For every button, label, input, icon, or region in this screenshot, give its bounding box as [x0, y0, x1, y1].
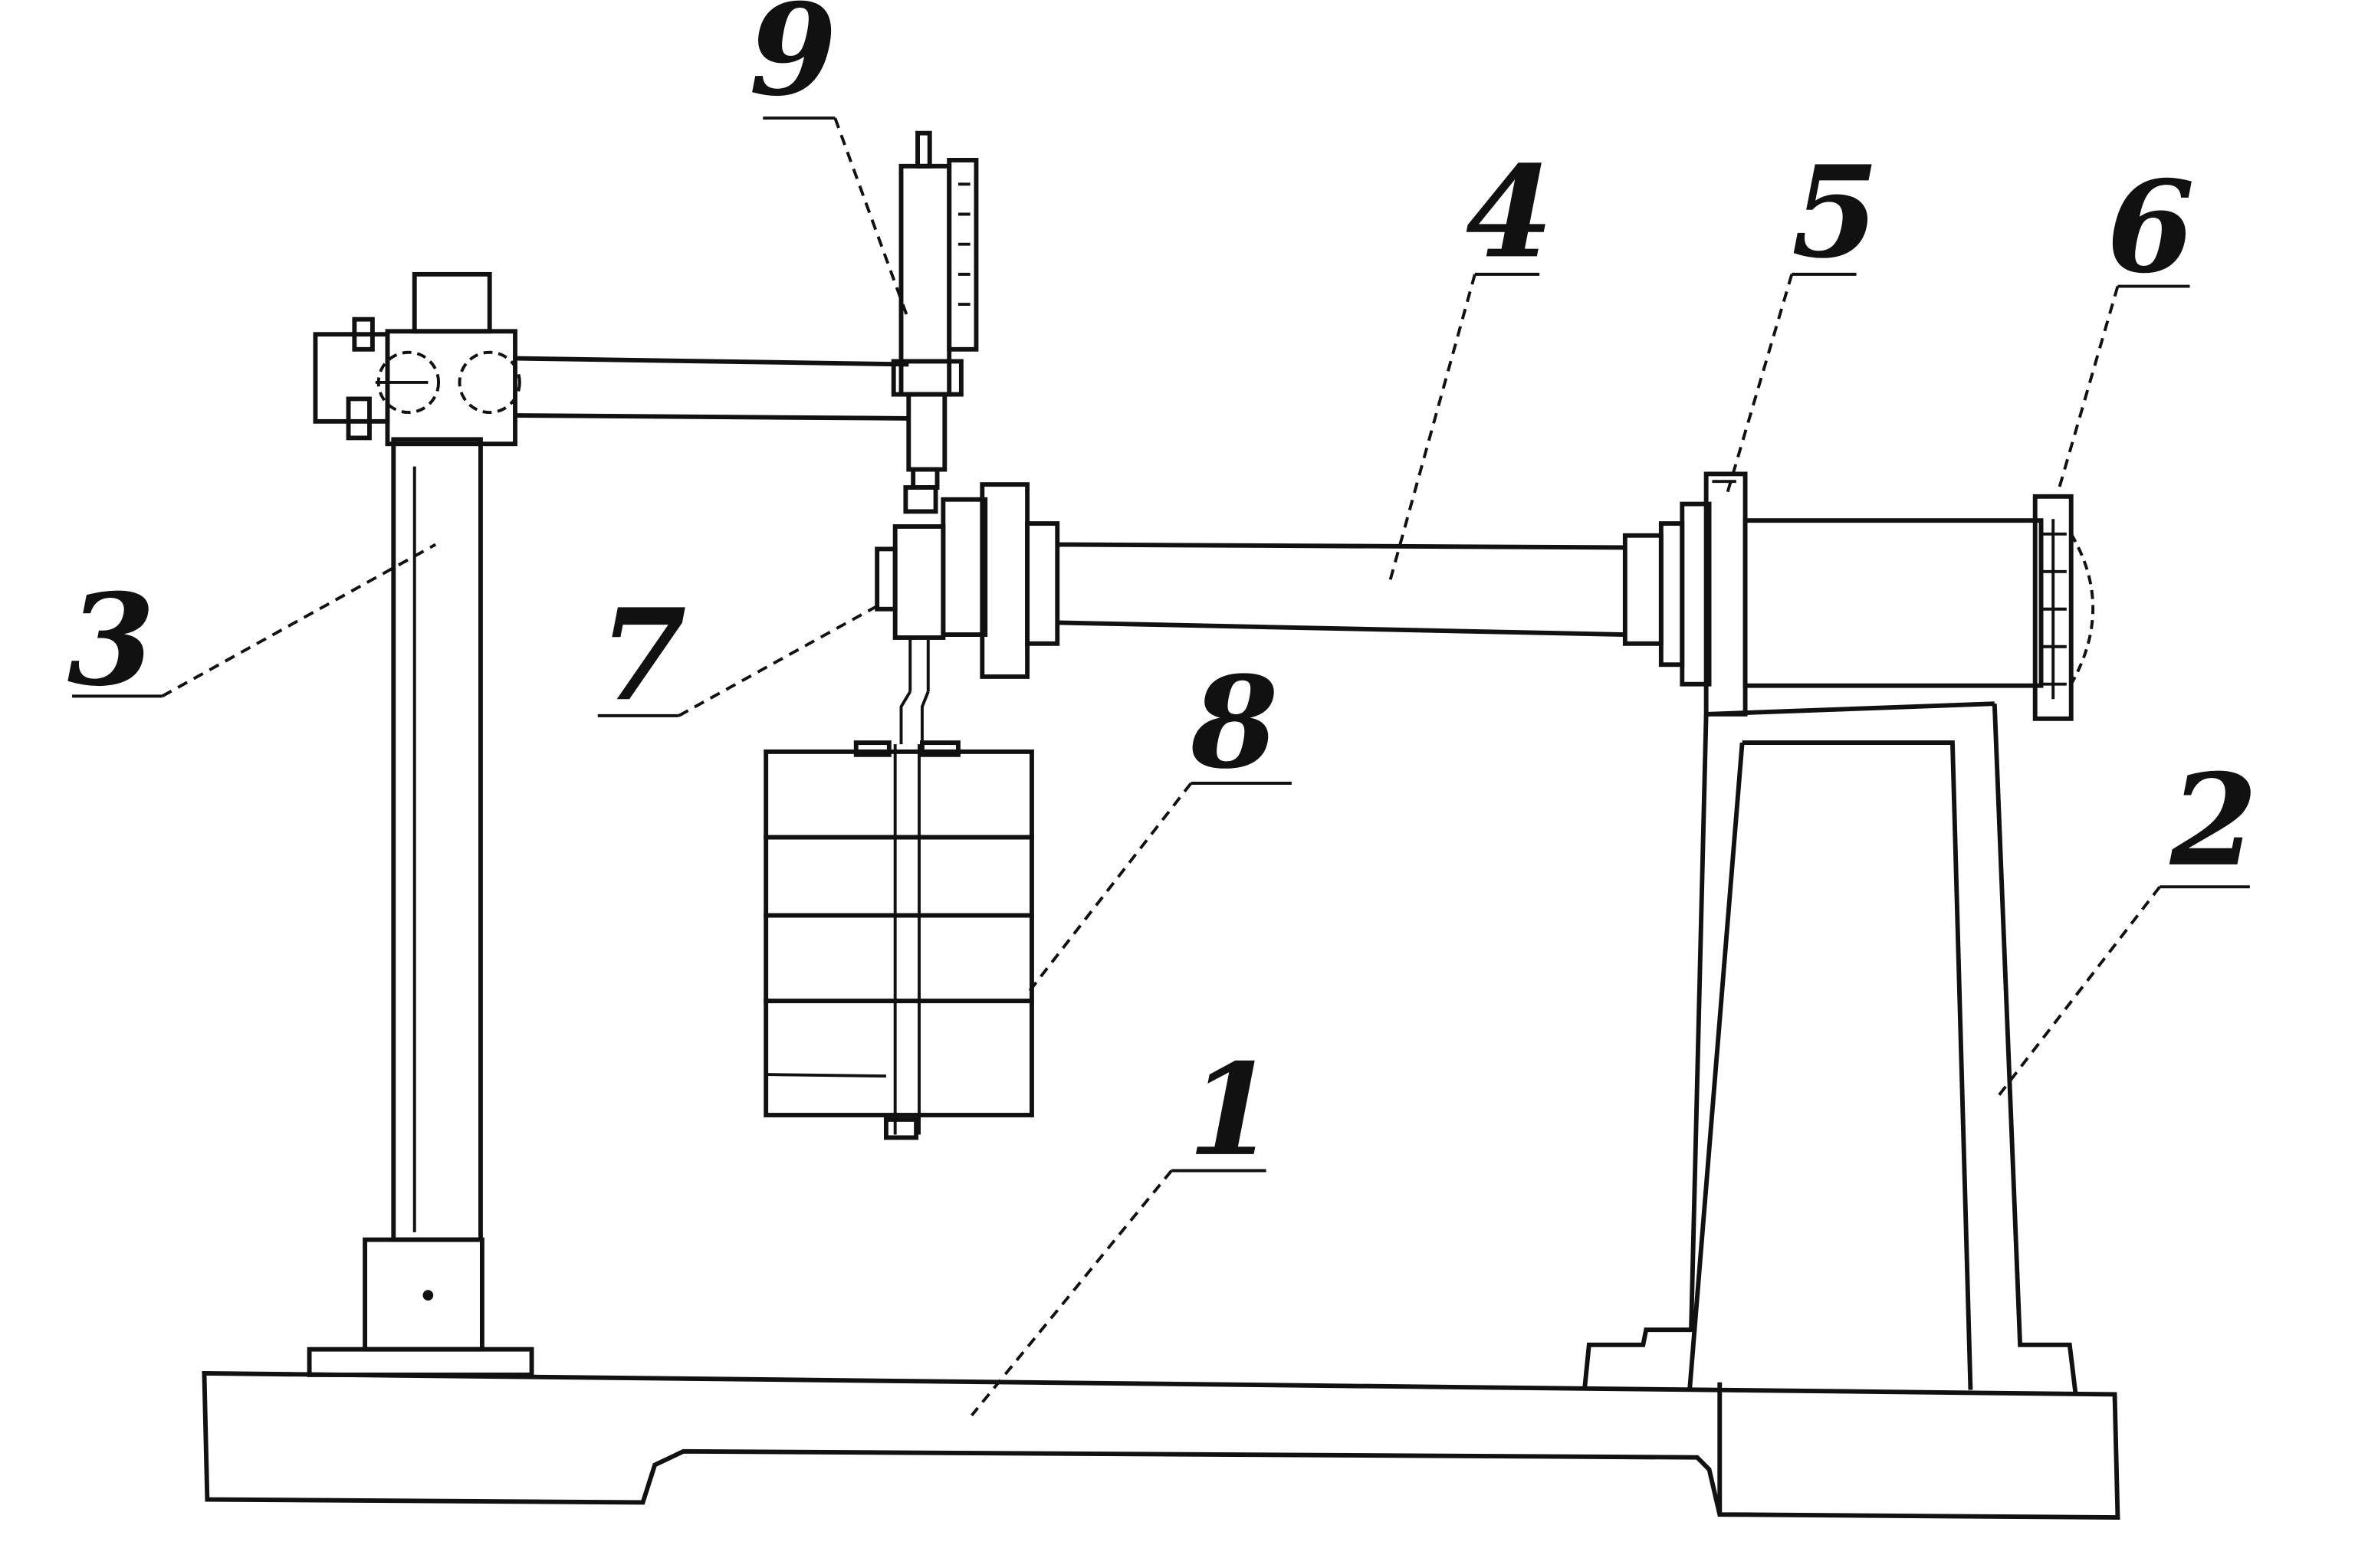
handwheel — [2032, 494, 2094, 721]
callout-2: 2 — [2169, 746, 2258, 894]
callout-6: 6 — [2107, 153, 2195, 301]
arm-assembly — [313, 271, 909, 447]
callout-labels: 9 4 5 6 3 7 8 2 1 — [67, 0, 2258, 1184]
bearing-housing — [1680, 471, 2044, 717]
callout-9: 9 — [749, 0, 837, 124]
dial-gauge — [891, 130, 979, 514]
weight-stack — [764, 740, 1034, 1140]
callout-8: 8 — [1190, 648, 1279, 796]
callout-3: 3 — [67, 566, 156, 714]
callout-4: 4 — [1466, 137, 1554, 286]
callout-1: 1 — [1187, 1035, 1276, 1184]
callout-7: 7 — [599, 580, 687, 729]
pedestal-stand — [1582, 701, 2078, 1395]
leader-lines — [72, 116, 2250, 1515]
base-plate — [202, 1371, 2120, 1520]
column-assembly — [307, 437, 534, 1377]
clamp-block — [875, 482, 1060, 745]
shaft — [1057, 521, 1685, 668]
callout-5: 5 — [1792, 137, 1880, 286]
